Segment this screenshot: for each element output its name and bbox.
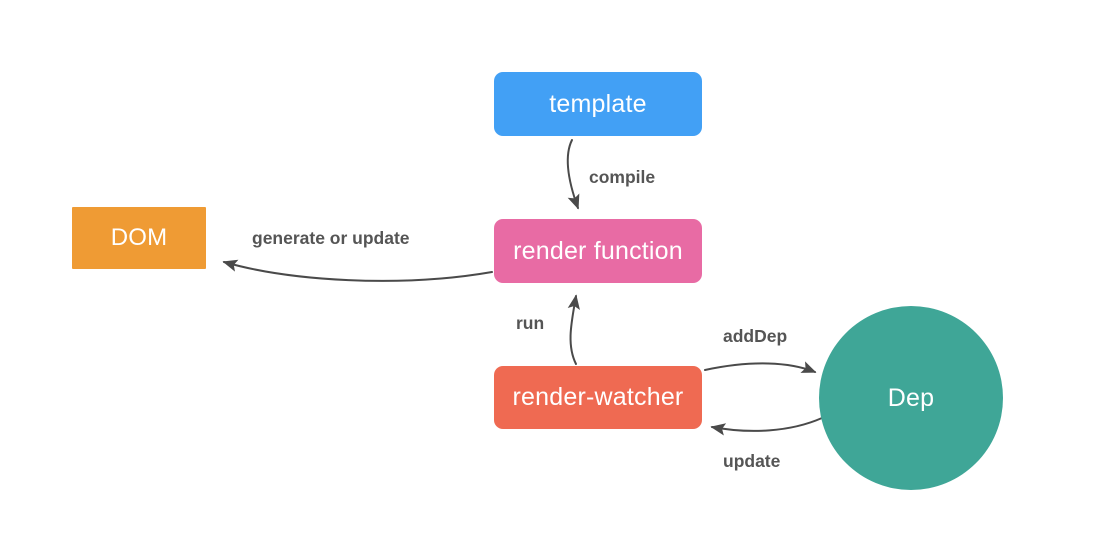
node-render-function[interactable]: render function (494, 219, 702, 283)
node-template[interactable]: template (494, 72, 702, 136)
edge-generate-or-update (222, 259, 493, 282)
edge-label-generate-or-update: generate or update (252, 228, 410, 248)
node-render-watcher[interactable]: render-watcher (494, 366, 702, 429)
edge-label-compile: compile (589, 167, 656, 187)
edge-update (710, 417, 823, 436)
node-template-label: template (549, 89, 647, 118)
edge-compile (566, 139, 580, 210)
edge-run (567, 294, 580, 365)
edge-label-adddep: addDep (723, 326, 788, 346)
node-dep-label: Dep (887, 383, 935, 412)
node-dom[interactable]: DOM (72, 207, 206, 269)
edge-label-run: run (516, 313, 545, 333)
edge-label-update: update (723, 451, 781, 471)
node-render-watcher-label: render-watcher (512, 383, 684, 411)
node-render-function-label: render function (513, 236, 683, 265)
node-dom-label: DOM (110, 224, 168, 251)
node-dep[interactable]: Dep (819, 306, 1003, 490)
edge-adddep (704, 361, 817, 373)
